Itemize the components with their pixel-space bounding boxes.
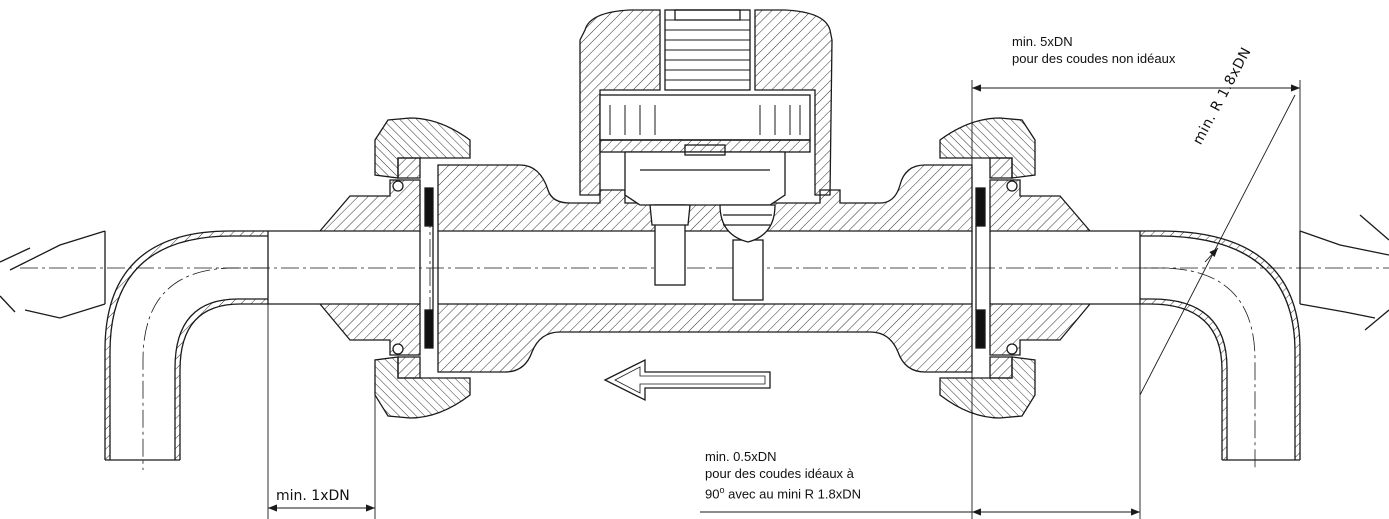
sensor-head [579, 9, 833, 301]
dimension-label-5xdn: min. 5xDN pour des coudes non idéaux [1012, 33, 1175, 67]
dimension-label-5xdn-line2: pour des coudes non idéaux [1012, 51, 1176, 66]
flow-direction-arrow-left-icon [603, 358, 771, 402]
left-union-connector [268, 117, 471, 419]
dimension-label-05xdn-line2: pour des coudes idéaux à [705, 466, 854, 481]
centerlines [20, 210, 1389, 470]
left-bent-pipe [0, 230, 269, 461]
right-bent-pipe [1139, 214, 1389, 461]
dimension-label-5xdn-line1: min. 5xDN [1012, 34, 1073, 49]
dimension-label-1xdn: min. 1xDN [276, 488, 350, 504]
dimension-label-05xdn: min. 0.5xDN pour des coudes idéaux à 90o… [705, 448, 861, 502]
dimension-label-05xdn-line1: min. 0.5xDN [705, 449, 777, 464]
angle-value: 90 [705, 486, 720, 502]
degree-mark: o [719, 485, 725, 495]
dimension-lines [267, 80, 1301, 519]
right-union-connector [939, 117, 1140, 419]
dimension-label-05xdn-line3: 90o avec au mini R 1.8xDN [705, 482, 861, 502]
angle-description: avec au mini R 1.8xDN [724, 486, 862, 502]
